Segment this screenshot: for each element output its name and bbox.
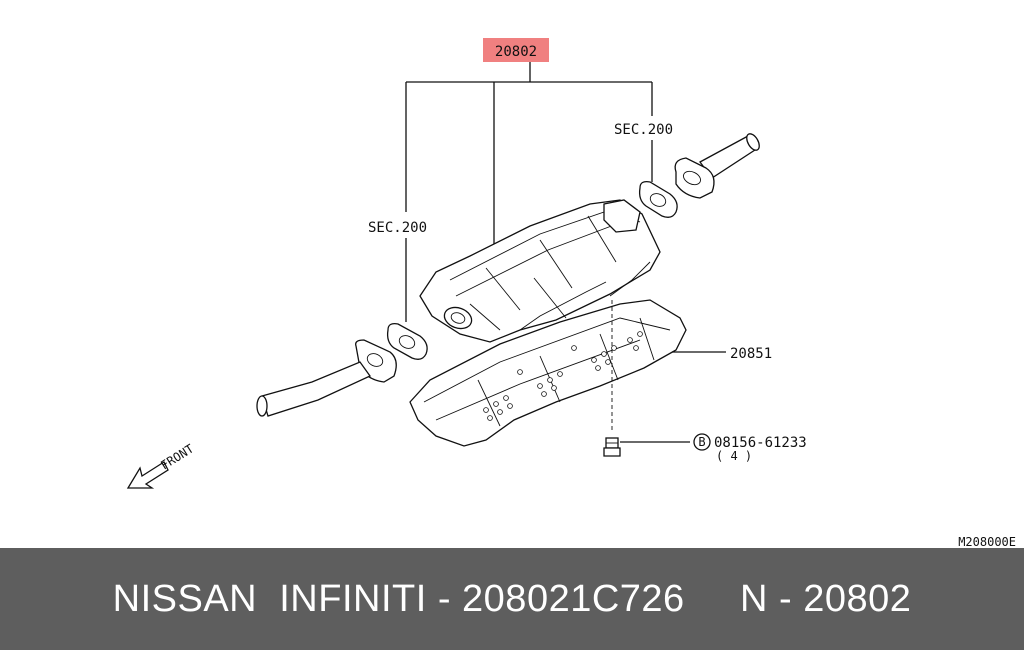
- heat-shield: [409, 299, 687, 447]
- bolt-symbol: B: [698, 435, 705, 449]
- diagram-code: M208000E: [958, 535, 1016, 548]
- bolt-qty: ( 4 ): [716, 449, 752, 463]
- gasket-left: [386, 322, 428, 360]
- heat-shield-label[interactable]: 20851: [730, 346, 772, 362]
- front-arrow-icon: [126, 461, 169, 489]
- footer-banner: NISSAN INFINITI - 208021C726 N - 20802: [0, 548, 1024, 650]
- front-label: FRONT: [158, 442, 196, 473]
- rear-pipe: [674, 133, 760, 199]
- sec-label-right[interactable]: SEC.200: [614, 122, 673, 138]
- parts-diagram: 20802 SEC.200 SEC.200: [126, 38, 1016, 548]
- sec-label-left[interactable]: SEC.200: [368, 220, 427, 236]
- leader-lines: [405, 62, 653, 322]
- footer-text: NISSAN INFINITI - 208021C726 N - 20802: [112, 577, 912, 620]
- front-pipe: [256, 339, 397, 417]
- bolt: [603, 300, 621, 457]
- gasket-right: [638, 180, 678, 218]
- main-part-label[interactable]: 20802: [495, 44, 537, 60]
- catalytic-converter: [419, 199, 661, 343]
- bolt-label[interactable]: 08156-61233: [714, 435, 807, 451]
- bolt-symbol-circle: [693, 433, 711, 451]
- main-part-highlight: [483, 38, 549, 62]
